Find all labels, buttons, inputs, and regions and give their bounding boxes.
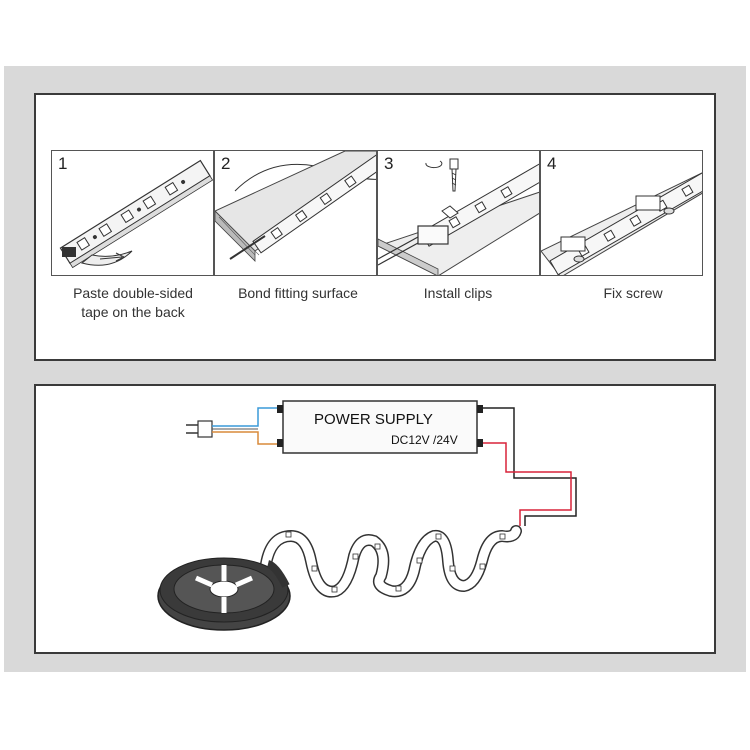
power-plug-icon	[186, 420, 213, 438]
led-strip	[260, 525, 522, 598]
step-4-illustration: 4	[540, 150, 703, 276]
step-3-illustration: 3	[377, 150, 540, 276]
step-4-caption: Fix screw	[603, 285, 663, 301]
red-wire	[483, 442, 572, 526]
blue-wire	[212, 407, 283, 427]
step-2-caption: Bond fitting surface	[238, 285, 358, 301]
step-1-illustration: 1	[51, 150, 214, 276]
wiring-diagram: POWER SUPPLY DC12V /24V	[157, 400, 577, 631]
power-supply-box: POWER SUPPLY DC12V /24V	[277, 400, 483, 454]
led-reel-icon	[157, 557, 291, 631]
step-3-number: 3	[384, 154, 394, 173]
power-supply-voltage: DC12V /24V	[391, 433, 458, 447]
power-supply-title: POWER SUPPLY	[314, 411, 433, 428]
step-2-illustration: 2	[214, 150, 377, 276]
orange-wire	[212, 431, 283, 445]
step-2-number: 2	[221, 154, 231, 173]
black-wire	[483, 407, 577, 526]
step-1-caption: Paste double-sided tape on the back	[73, 285, 193, 320]
step-4-number: 4	[547, 154, 557, 173]
step-1-number: 1	[58, 154, 68, 173]
step-3-caption: Install clips	[423, 285, 493, 301]
